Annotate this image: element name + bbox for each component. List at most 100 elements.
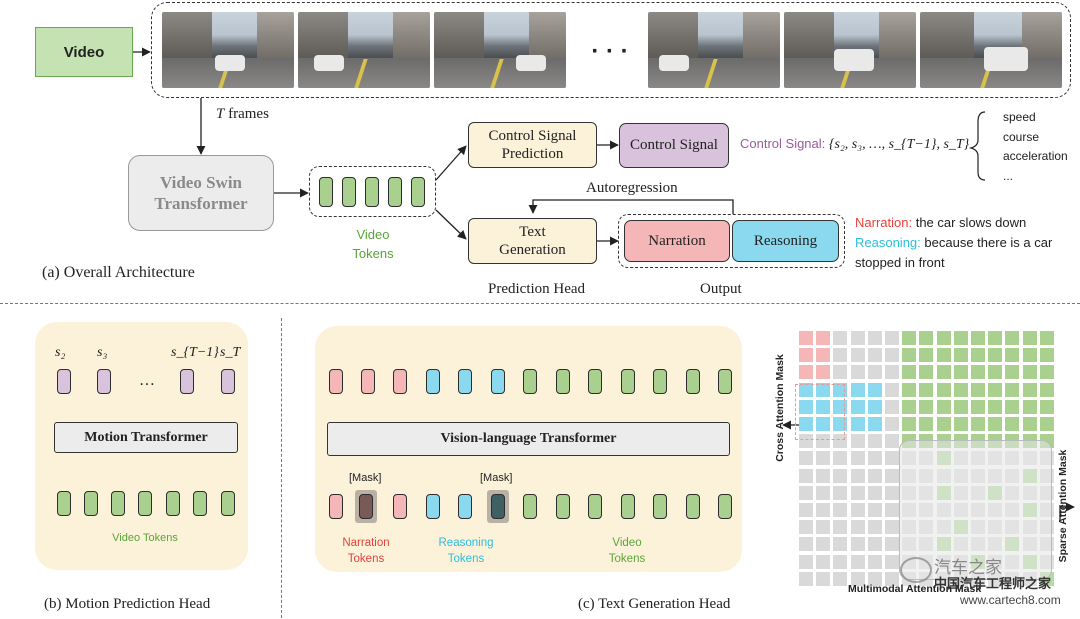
attention-cell xyxy=(799,571,813,586)
attention-cell xyxy=(1022,348,1037,363)
motion-ellipsis: … xyxy=(139,372,155,389)
video-token xyxy=(686,494,700,519)
attention-cell xyxy=(799,434,813,449)
narration-label: Narration xyxy=(648,232,706,249)
video-token xyxy=(556,494,570,519)
video-token xyxy=(523,494,537,519)
frames-container xyxy=(151,2,1071,98)
attention-cell xyxy=(867,365,882,380)
attention-cell xyxy=(799,382,813,397)
attention-cell xyxy=(799,399,813,414)
attention-cell xyxy=(971,382,985,397)
video-frame xyxy=(434,12,566,88)
cross-attention-label: Cross Attention Mask xyxy=(774,354,786,462)
watermark-subtitle: 中国汽车工程师之家 xyxy=(934,576,1052,591)
attention-cell xyxy=(1005,382,1020,397)
attention-cell xyxy=(833,554,848,569)
attention-cell xyxy=(971,399,985,414)
reasoning-tokens-caption: Reasoning Tokens xyxy=(438,537,494,565)
attention-cell xyxy=(816,348,831,363)
control-list-item: ... xyxy=(1003,168,1014,183)
attention-cell xyxy=(919,382,934,397)
video-token xyxy=(523,369,537,394)
video-frame xyxy=(784,12,916,88)
video-token xyxy=(319,177,333,207)
attention-cell xyxy=(988,331,1003,345)
motion-video-token xyxy=(111,491,125,516)
attention-cell xyxy=(816,537,831,552)
attention-cell xyxy=(902,365,917,380)
attention-cell xyxy=(850,417,865,431)
attention-cell xyxy=(799,451,813,466)
attention-cell xyxy=(1005,331,1020,345)
attention-cell xyxy=(936,348,951,363)
narration-key: Narration: xyxy=(855,215,913,230)
masked-narration-token xyxy=(359,494,373,519)
attention-cell xyxy=(902,399,917,414)
control-list-item: speed xyxy=(1003,110,1036,124)
panel-divider xyxy=(281,318,282,618)
attention-cell xyxy=(885,537,899,552)
video-frame xyxy=(298,12,430,88)
attention-cell xyxy=(953,348,968,363)
attention-cell xyxy=(833,451,848,466)
attention-cell xyxy=(867,571,882,586)
reasoning-key: Reasoning: xyxy=(855,235,921,250)
attention-cell xyxy=(867,417,882,431)
attention-cell xyxy=(1005,399,1020,414)
attention-cell xyxy=(850,348,865,363)
attention-cell xyxy=(867,434,882,449)
attention-cell xyxy=(850,365,865,380)
control-list: speed course acceleration ... xyxy=(1003,108,1068,186)
control-signal-box: Control Signal xyxy=(619,123,729,168)
reasoning-label: Reasoning xyxy=(753,232,818,249)
attention-cell xyxy=(816,417,831,431)
attention-cell xyxy=(953,417,968,431)
attention-cell xyxy=(850,520,865,535)
text-generation-box: Text Generation xyxy=(468,218,597,264)
attention-cell xyxy=(919,417,934,431)
attention-cell xyxy=(936,365,951,380)
video-token xyxy=(621,494,635,519)
reasoning-text: because there is a car xyxy=(924,235,1053,250)
reasoning-token xyxy=(458,369,472,394)
attention-cell xyxy=(885,485,899,500)
control-list-item: course xyxy=(1003,129,1040,144)
attention-cell xyxy=(799,537,813,552)
attention-cell xyxy=(816,571,831,586)
video-token xyxy=(686,369,700,394)
attention-cell xyxy=(799,417,813,431)
attention-cell xyxy=(816,434,831,449)
narration-token xyxy=(393,369,407,394)
control-signal-key: Control Signal: xyxy=(740,136,829,151)
control-signal-set: {s₂, s₃, …, s_{T−1}, s_T} xyxy=(828,137,970,152)
motion-video-token xyxy=(166,491,180,516)
vision-language-transformer-box: Vision-language Transformer xyxy=(327,422,730,456)
attention-cell xyxy=(902,331,917,345)
attention-cell xyxy=(867,451,882,466)
attention-cell xyxy=(833,331,848,345)
attention-cell xyxy=(1039,348,1054,363)
attention-cell xyxy=(971,331,985,345)
narration-box: Narration xyxy=(624,220,730,262)
motion-video-token xyxy=(221,491,235,516)
attention-cell xyxy=(885,382,899,397)
attention-cell xyxy=(885,503,899,517)
attention-cell xyxy=(988,348,1003,363)
motion-token xyxy=(57,369,71,394)
video-token xyxy=(342,177,356,207)
reasoning-token xyxy=(426,369,440,394)
video-swin-transformer: Video Swin Transformer xyxy=(128,155,274,231)
prediction-head-label: Prediction Head xyxy=(488,281,586,297)
control-signal-label: Control Signal xyxy=(630,137,718,153)
attention-cell xyxy=(833,520,848,535)
attention-cell xyxy=(816,399,831,414)
attention-cell xyxy=(833,399,848,414)
video-token xyxy=(588,369,602,394)
attention-cell xyxy=(919,399,934,414)
reasoning-token xyxy=(426,494,440,519)
attention-cell xyxy=(833,571,848,586)
attention-cell xyxy=(1022,365,1037,380)
attention-cell xyxy=(1039,382,1054,397)
